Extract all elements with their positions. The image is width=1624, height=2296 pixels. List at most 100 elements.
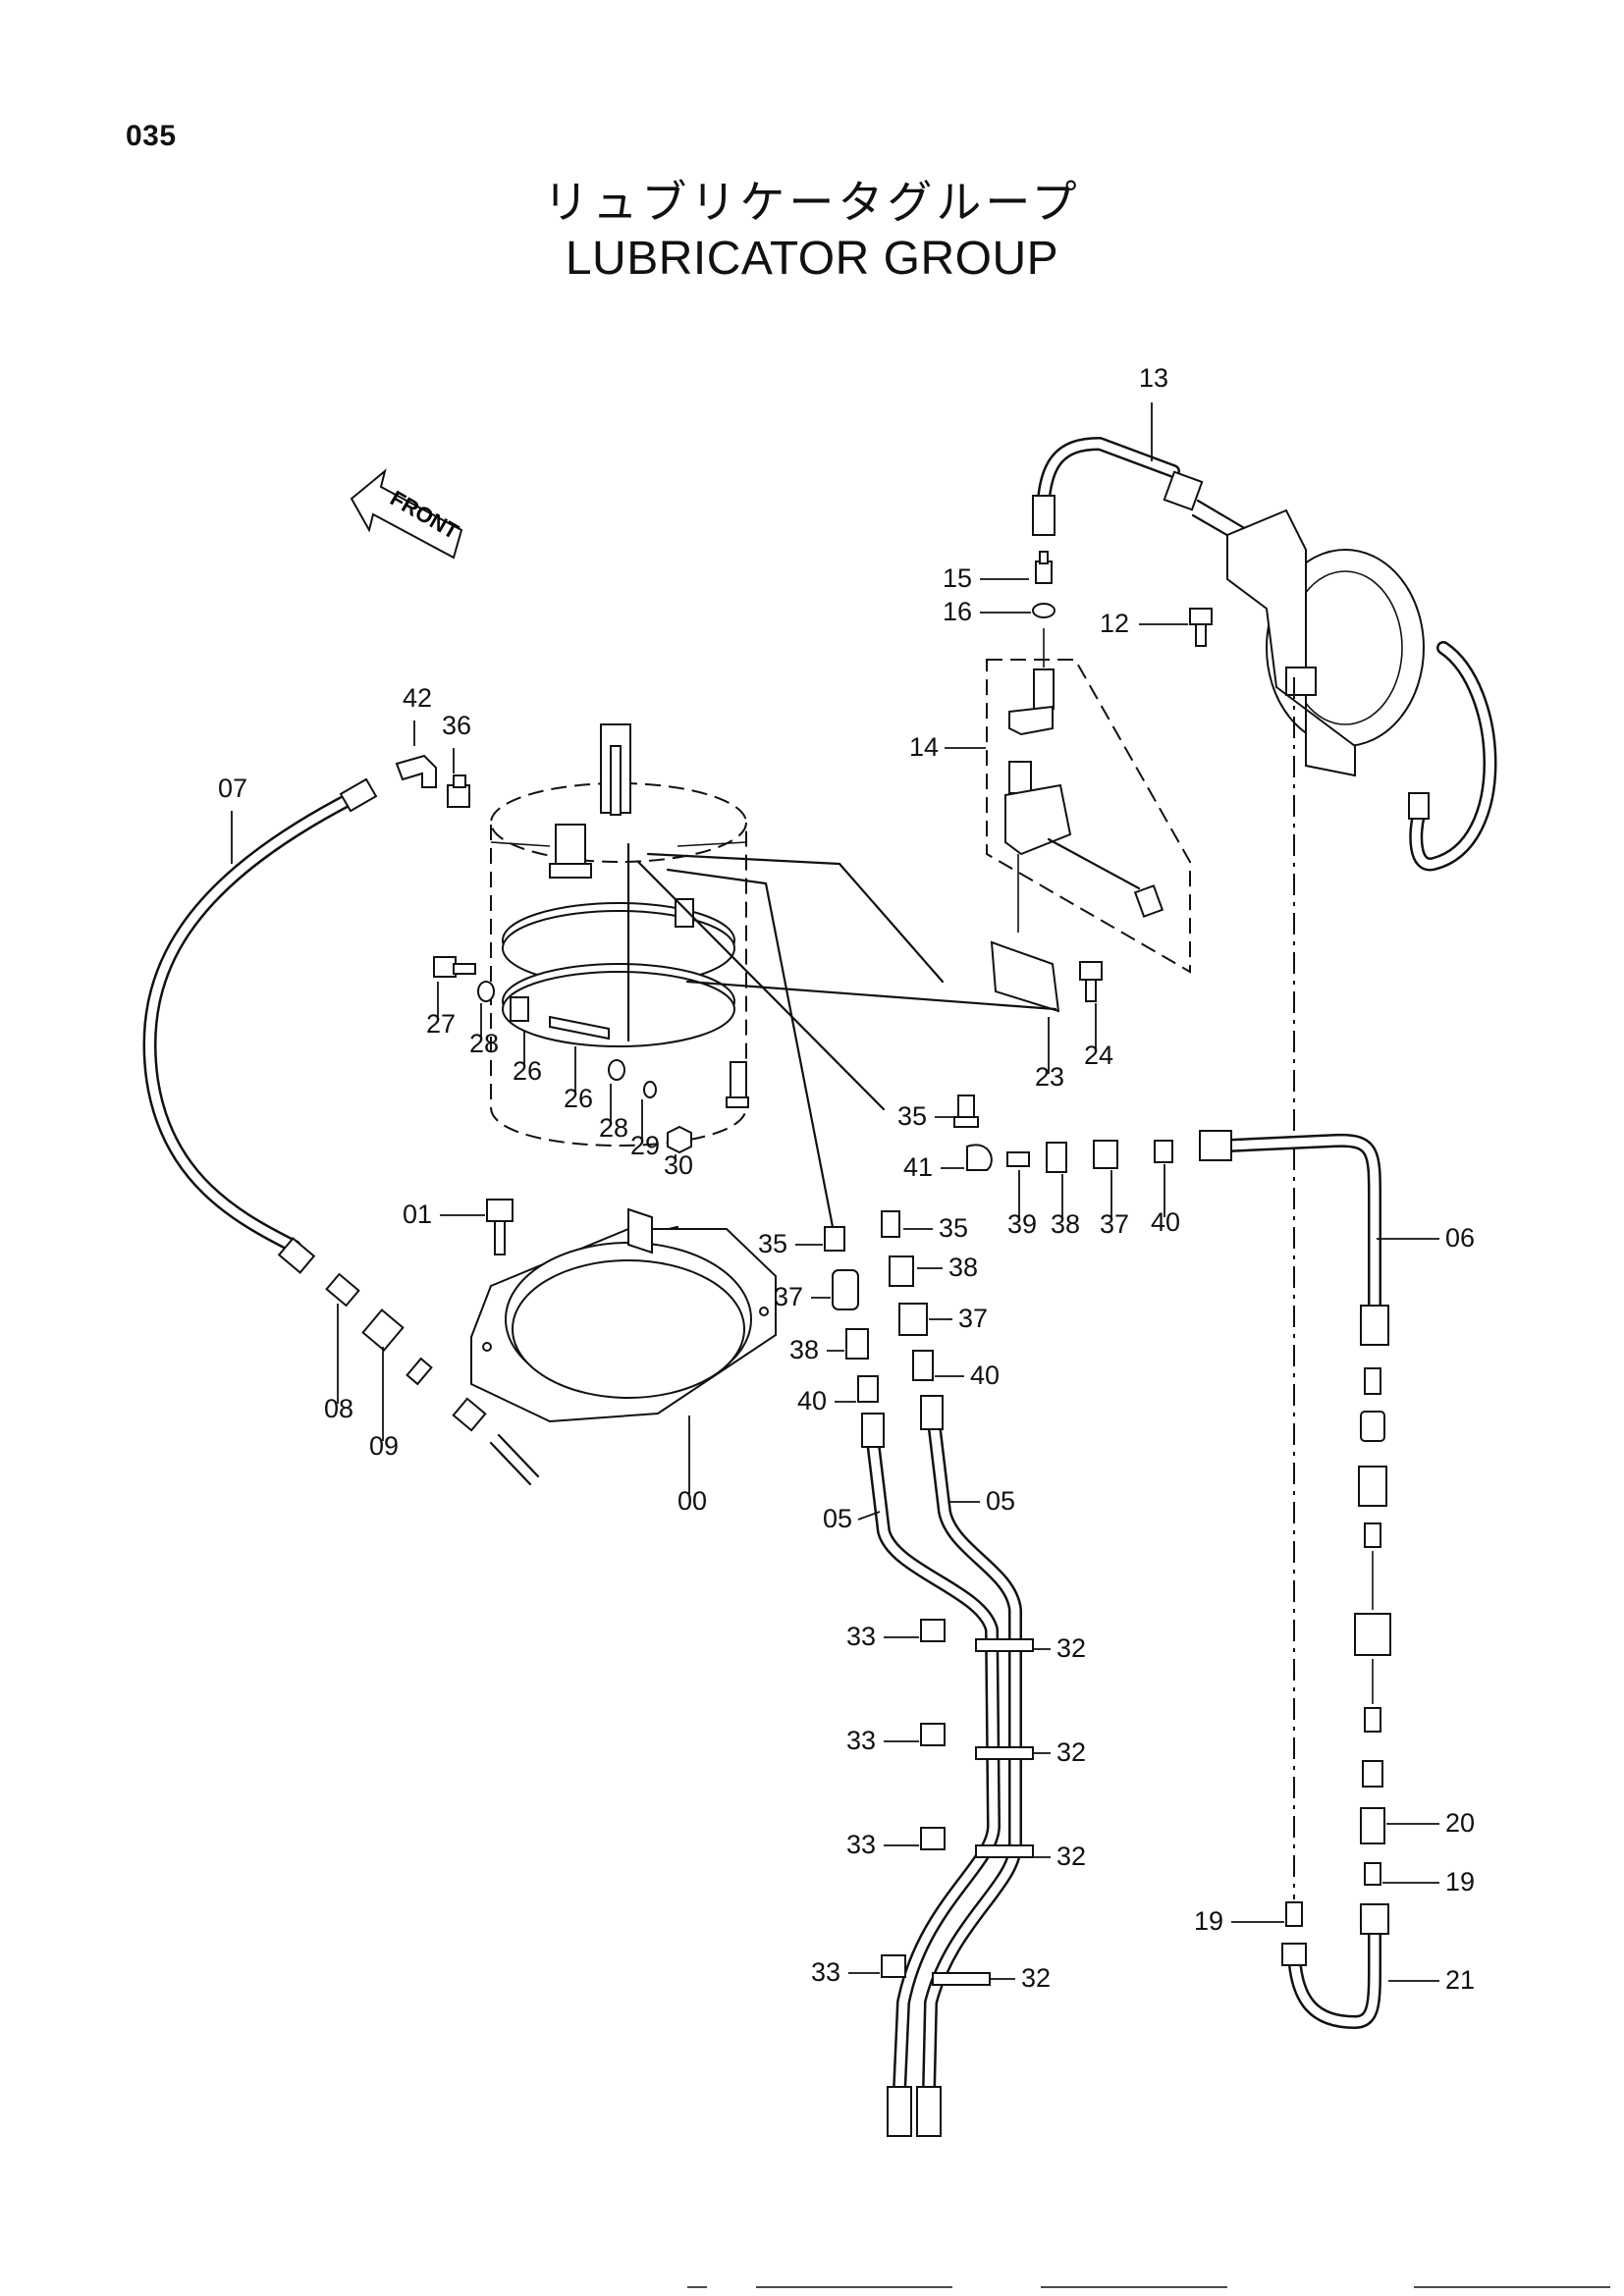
callout-label: 35 — [939, 1213, 968, 1243]
callout-c32a: 32 — [1033, 1633, 1086, 1663]
callout-label: 05 — [823, 1504, 852, 1533]
washer-28b — [608, 1059, 625, 1081]
callout-c36: 36 — [442, 711, 471, 774]
callout-c00: 00 — [677, 1415, 707, 1516]
callout-c37c: 37 — [929, 1304, 988, 1333]
callout-label: 19 — [1194, 1906, 1223, 1936]
callout-c12: 12 — [1100, 609, 1188, 638]
callout-label: 32 — [1056, 1737, 1086, 1767]
hose-06 — [1199, 1130, 1389, 1346]
callout-label: 14 — [909, 732, 939, 762]
hose-07 — [142, 777, 378, 1274]
base-ring-00 — [470, 1207, 777, 1423]
callout-c35b: 35 — [758, 1229, 823, 1258]
callout-c13: 13 — [1139, 363, 1168, 461]
elbow-41 — [966, 1144, 993, 1171]
callout-c26b: 26 — [564, 1046, 593, 1113]
callout-c39: 39 — [1007, 1170, 1037, 1239]
callout-c37a: 37 — [1100, 1170, 1129, 1239]
callout-label: 09 — [369, 1431, 399, 1461]
callout-label: 00 — [677, 1486, 707, 1516]
hose-reel — [1032, 437, 1497, 1899]
callout-label: 21 — [1445, 1965, 1475, 1995]
callout-label: 07 — [218, 774, 247, 803]
fitting-35-upper — [953, 1095, 979, 1128]
callout-label: 20 — [1445, 1808, 1475, 1838]
fitting-cluster-lower-left — [406, 1357, 540, 1486]
callout-label: 19 — [1445, 1867, 1475, 1896]
page-title-english: LUBRICATOR GROUP — [565, 233, 1059, 285]
callout-c30: 30 — [664, 1150, 693, 1180]
callout-c40c: 40 — [797, 1386, 856, 1415]
fitting-38-upper — [1046, 1142, 1067, 1173]
callout-label: 33 — [846, 1622, 876, 1651]
callout-label: 38 — [948, 1253, 978, 1282]
callout-label: 16 — [943, 597, 972, 626]
callout-c41: 41 — [903, 1152, 964, 1182]
callout-label: 36 — [442, 711, 471, 740]
callout-c21: 21 — [1388, 1965, 1475, 1995]
callout-label: 40 — [797, 1386, 827, 1415]
callout-c16: 16 — [943, 597, 1031, 626]
callout-c19a: 19 — [1382, 1867, 1475, 1896]
right-fitting-column — [1354, 1367, 1391, 1886]
fitting-40-upper — [1154, 1140, 1173, 1163]
callout-c27: 27 — [426, 982, 456, 1039]
callout-c32b: 32 — [1033, 1737, 1086, 1767]
callout-c37b: 37 — [774, 1282, 831, 1311]
fitting-37-upper — [1093, 1140, 1118, 1169]
callout-c33a: 33 — [846, 1622, 919, 1651]
callout-label: 35 — [897, 1101, 927, 1131]
callout-label: 33 — [846, 1726, 876, 1755]
callout-label: 32 — [1056, 1842, 1086, 1871]
callout-c42: 42 — [403, 683, 432, 746]
callout-label: 15 — [943, 563, 972, 593]
callout-label: 37 — [958, 1304, 988, 1333]
callout-c15: 15 — [943, 563, 1029, 593]
callout-c32d: 32 — [990, 1963, 1051, 1993]
callout-label: 06 — [1445, 1223, 1475, 1253]
fitting-stack-right — [881, 1210, 934, 1381]
callout-label: 28 — [599, 1113, 628, 1143]
fitting-08 — [325, 1272, 360, 1308]
callout-c38a: 38 — [1051, 1174, 1080, 1239]
page-number: 035 — [126, 120, 177, 152]
front-arrow: FRONT — [350, 468, 463, 560]
nut-30 — [667, 1125, 692, 1154]
callout-leader-line — [857, 1511, 881, 1521]
callout-c40b: 40 — [935, 1361, 1000, 1390]
callout-label: 24 — [1084, 1041, 1113, 1070]
fitting-15 — [1035, 551, 1053, 584]
callout-c33c: 33 — [846, 1830, 919, 1859]
callout-c35c: 35 — [903, 1213, 968, 1243]
fitting-stack-left — [824, 1226, 879, 1403]
plate-23 — [990, 940, 1060, 1013]
callout-label: 40 — [970, 1361, 1000, 1390]
fitting-09 — [361, 1308, 405, 1352]
callout-label: 41 — [903, 1152, 933, 1182]
callout-c07: 07 — [218, 774, 247, 864]
callout-label: 33 — [846, 1830, 876, 1859]
callout-label: 29 — [630, 1131, 660, 1160]
callout-c09: 09 — [369, 1347, 399, 1461]
callout-c05a: 05 — [823, 1504, 881, 1533]
callout-label: 33 — [811, 1957, 840, 1987]
bolt-27 — [433, 956, 476, 978]
washer-29 — [643, 1081, 657, 1098]
tank-band-assembly — [490, 723, 1057, 1241]
callout-c38c: 38 — [789, 1335, 844, 1364]
callout-c14: 14 — [909, 732, 986, 762]
callout-c32c: 32 — [1033, 1842, 1086, 1871]
callout-label: 42 — [403, 683, 432, 713]
callout-label: 28 — [469, 1029, 499, 1058]
callout-c38b: 38 — [917, 1253, 978, 1282]
bolt-24 — [1079, 961, 1103, 1002]
callout-c06: 06 — [1377, 1223, 1475, 1253]
callout-c28a: 28 — [469, 1003, 499, 1058]
callout-label: 26 — [564, 1084, 593, 1113]
callout-c35a: 35 — [897, 1101, 954, 1131]
hose-21 — [1281, 1903, 1389, 2029]
callout-c40a: 40 — [1151, 1164, 1180, 1237]
